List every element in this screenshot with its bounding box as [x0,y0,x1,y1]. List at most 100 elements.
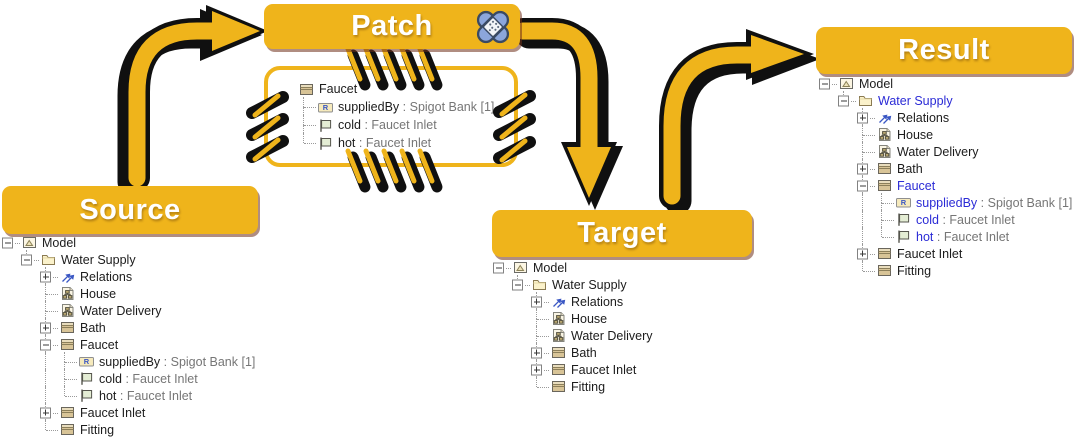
folder-icon [532,277,547,292]
tree-item-label: Fitting [897,263,932,278]
plus-expander-icon [857,112,868,123]
tree-item-label: Faucet [319,82,358,96]
tree-row-cold: cold: Faucet Inlet [298,115,514,135]
tree-row-house: House [493,309,653,328]
port-icon [896,229,911,244]
class-icon [60,337,75,352]
class-icon [877,246,892,261]
tree-row-relations: Relations [2,267,255,286]
model-icon [839,76,854,91]
tree-item-label: cold [99,371,122,386]
tree-item-type: : Spigot Bank [1] [402,100,495,114]
tree-item-type: : Faucet Inlet [364,118,437,132]
reference-icon: R [318,100,333,115]
class-icon [877,263,892,278]
plus-expander-icon [857,163,868,174]
model-icon [22,235,37,250]
svg-text:R: R [901,198,907,207]
tree-item-label: Model [42,235,77,250]
diagram-icon [877,144,892,159]
reference-icon: R [79,354,94,369]
tree-row-model: Model [493,259,653,276]
tree-row-faucet-inlet: Faucet Inlet [819,244,1072,263]
tree-item-label: suppliedBy [99,354,161,369]
model-icon [513,260,528,275]
port-icon [896,212,911,227]
tree-row-faucet: Faucet [298,80,514,98]
tree-row-fitting: Fitting [493,377,653,395]
folder-icon [858,93,873,108]
svg-text:R: R [84,357,90,366]
tree-item-label: Bath [571,345,597,360]
plus-expander-icon [531,296,542,307]
minus-expander-icon [857,180,868,191]
target-banner: Target [492,210,752,257]
diagram-icon [551,311,566,326]
tree-row-cold: cold: Faucet Inlet [2,369,255,388]
tree-item-label: Water Delivery [80,303,162,318]
tree-row-faucet-inlet: Faucet Inlet [493,360,653,379]
result-banner-label: Result [898,34,990,66]
port-icon [318,118,333,133]
arrow-source-to-patch [117,5,268,196]
minus-expander-icon [819,78,830,89]
patch-banner: Patch [264,4,520,49]
tree-item-label: Faucet [80,337,119,352]
tree-item-label: suppliedBy [916,195,978,210]
tree-item-label: Water Supply [878,93,953,108]
folder-icon [41,252,56,267]
tree-row-fitting: Fitting [2,420,255,438]
target-banner-label: Target [577,217,667,249]
tree-item-label: House [571,311,608,326]
result-banner: Result [816,27,1072,74]
class-icon [60,320,75,335]
tree-item-label: Water Delivery [897,144,979,159]
source-banner: Source [2,186,258,234]
tree-row-hot: hot: Faucet Inlet [819,227,1072,246]
tree-item-type: : Spigot Bank [1] [980,195,1073,210]
tree-item-type: : Faucet Inlet [936,229,1010,244]
arrow-target-to-result [659,29,820,215]
tree-item-label: suppliedBy [338,100,400,114]
tree-row-faucet-inlet: Faucet Inlet [2,403,255,422]
tree-item-label: Faucet Inlet [897,246,963,261]
tree-row-house: House [2,284,255,303]
relations-icon [60,269,75,284]
tree-item-label: Model [533,260,568,275]
tree-item-type: : Faucet Inlet [125,371,198,386]
tree-row-water-supply: Water Supply [2,250,255,268]
tree-row-water-delivery: Water Delivery [819,142,1072,161]
tree-row-water-delivery: Water Delivery [2,301,255,320]
class-icon [299,82,314,97]
tree-item-label: House [80,286,117,301]
tree-row-water-supply: Water Supply [819,91,1072,109]
tree-item-label: Water Supply [552,277,627,292]
minus-expander-icon [838,95,849,106]
port-icon [79,371,94,386]
reference-icon: R [896,195,911,210]
tree-item-label: Fitting [80,422,115,437]
class-icon [551,362,566,377]
minus-expander-icon [21,254,32,265]
plus-expander-icon [531,347,542,358]
class-icon [877,161,892,176]
tree-item-label: House [897,127,934,142]
tree-row-model: Model [819,75,1072,92]
tree-row-water-delivery: Water Delivery [493,326,653,345]
tree-row-faucet: Faucet [819,176,1072,195]
port-icon [79,388,94,403]
diagram-icon [551,328,566,343]
bandage-icon [476,10,510,44]
tree-item-type: : Spigot Bank [1] [163,354,256,369]
tree-item-label: Water Supply [61,252,136,267]
plus-expander-icon [857,248,868,259]
class-icon [551,345,566,360]
tree-item-label: Bath [80,320,106,335]
tree-row-bath: Bath [493,343,653,362]
tree-row-fitting: Fitting [819,261,1072,279]
